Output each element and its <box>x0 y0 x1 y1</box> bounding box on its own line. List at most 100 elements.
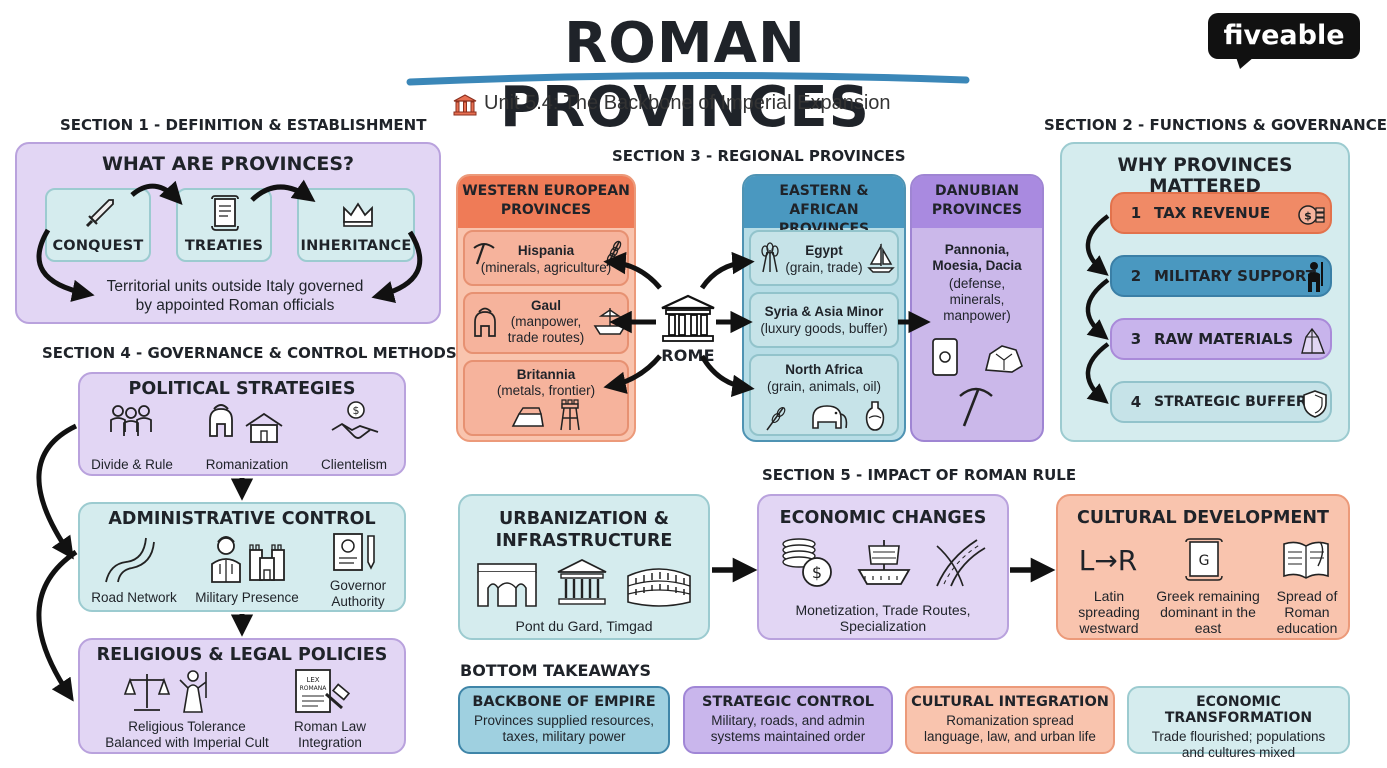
province-name: Gaul <box>530 298 561 313</box>
function-number: 4 <box>1130 393 1142 411</box>
function-label: MILITARY SUPPORT <box>1154 267 1316 285</box>
edu-line: Roman <box>1284 604 1330 620</box>
takeaway-title: CULTURAL INTEGRATION <box>911 694 1109 710</box>
svg-text:$: $ <box>1304 210 1312 223</box>
crown-icon <box>343 202 373 227</box>
province-name: Britannia <box>516 367 576 382</box>
cultural-development-card[interactable]: CULTURAL DEVELOPMENT L→R G Latin spreadi… <box>1056 494 1350 640</box>
law-line: Roman Law <box>293 719 367 734</box>
takeaway-line: taxes, military power <box>502 729 626 744</box>
section1-heading: SECTION 1 - DEFINITION & ESTABLISHMENT <box>60 116 427 134</box>
takeaway-strategic-control[interactable]: STRATEGIC CONTROL Military, roads, and a… <box>683 686 893 754</box>
section2-title: WHY PROVINCES MATTERED <box>1117 155 1293 197</box>
pickaxe-icon <box>473 243 495 265</box>
military-label: Military Presence <box>195 590 299 605</box>
handshake-coin-icon: $ <box>331 401 379 439</box>
wheat-icon <box>761 242 779 273</box>
fortress-icon <box>249 544 285 581</box>
danubian-provinces-card[interactable]: DANUBIAN PROVINCES Pannonia, Moesia, Dac… <box>910 174 1044 442</box>
takeaway-cultural-integration[interactable]: CULTURAL INTEGRATION Romanization spread… <box>905 686 1115 754</box>
danubian-detail-line: minerals, <box>949 292 1005 307</box>
urbanization-card[interactable]: URBANIZATION & INFRASTRUCTURE Pont du Ga… <box>458 494 710 640</box>
open-book-icon <box>1283 541 1329 579</box>
law-document-icon: LEX ROMANA <box>295 669 351 713</box>
province-name: Egypt <box>805 243 843 258</box>
statue-icon <box>179 670 207 713</box>
greek-line: east <box>1194 620 1222 636</box>
house-icon <box>245 412 283 443</box>
function-number: 1 <box>1130 204 1142 222</box>
province-detail: (luxury goods, buffer) <box>760 321 888 336</box>
urban-title-line: INFRASTRUCTURE <box>495 531 673 551</box>
shield-icon <box>1303 390 1327 418</box>
function-strategic-buffers[interactable]: 4 STRATEGIC BUFFERS <box>1110 381 1332 423</box>
rome-temple-icon <box>661 294 715 342</box>
takeaway-backbone[interactable]: BACKBONE OF EMPIRE Provinces supplied re… <box>458 686 670 754</box>
function-military-support[interactable]: 2 MILITARY SUPPORT <box>1110 255 1332 297</box>
edu-line: Spread of <box>1276 588 1338 604</box>
takeaway-line: Military, roads, and admin <box>711 713 865 728</box>
svg-text:$: $ <box>812 563 822 582</box>
function-label: RAW MATERIALS <box>1154 330 1294 348</box>
province-britannia[interactable]: Britannia (metals, frontier) <box>463 360 629 436</box>
cultural-title: CULTURAL DEVELOPMENT <box>1077 508 1329 528</box>
method-label: TREATIES <box>184 238 264 254</box>
logo-tail <box>1236 57 1254 69</box>
economic-changes-card[interactable]: ECONOMIC CHANGES $ Monetization, Trade R… <box>757 494 1009 640</box>
western-header: WESTERN EUROPEAN PROVINCES <box>458 176 634 228</box>
helmet-icon <box>209 404 233 437</box>
province-hispania[interactable]: Hispania (minerals, agriculture) <box>463 230 629 286</box>
province-egypt[interactable]: Egypt (grain, trade) <box>749 230 899 286</box>
method-treaties[interactable]: TREATIES <box>176 188 272 262</box>
takeaway-line: Romanization spread <box>946 713 1074 728</box>
latin-line: Latin <box>1093 588 1125 604</box>
function-label: STRATEGIC BUFFERS <box>1154 394 1317 410</box>
definition-line: by appointed Roman officials <box>135 297 335 314</box>
function-raw-materials[interactable]: 3 RAW MATERIALS <box>1110 318 1332 360</box>
doc-text: ROMANA <box>300 685 328 692</box>
method-conquest[interactable]: CONQUEST <box>45 188 151 262</box>
western-header-line: WESTERN EUROPEAN <box>462 183 630 199</box>
province-detail: (grain, animals, oil) <box>766 379 882 394</box>
political-item: Clientelism <box>320 457 388 472</box>
rome-label: ROME <box>661 346 715 365</box>
takeaway-desc: Romanization spread language, law, and u… <box>907 713 1113 745</box>
province-name: Syria & Asia Minor <box>764 304 884 319</box>
administrative-title: ADMINISTRATIVE CONTROL <box>108 509 376 529</box>
method-inheritance[interactable]: INHERITANCE <box>297 188 415 262</box>
scroll-icon <box>211 195 239 231</box>
governor-label: Governor Authority <box>310 578 406 610</box>
page-title: ROMAN PROVINCES <box>500 11 870 140</box>
greek-caption: Greek remaining dominant in the east <box>1152 588 1264 636</box>
soldier-icon <box>1308 262 1323 292</box>
section2-heading: SECTION 2 - FUNCTIONS & GOVERNANCE <box>1044 116 1387 134</box>
roads-icon <box>936 539 986 587</box>
political-item: Romanization <box>205 457 289 472</box>
urban-title-line: URBANIZATION & <box>499 509 669 529</box>
scales-icon <box>123 674 171 711</box>
province-north-africa[interactable]: North Africa (grain, animals, oil) <box>749 354 899 436</box>
eastern-header: EASTERN & AFRICAN PROVINCES <box>744 176 904 237</box>
religious-legal-card: RELIGIOUS & LEGAL POLICIES Religious Tol… <box>78 638 406 754</box>
wheat-icon <box>766 406 786 431</box>
province-detail: (minerals, agriculture) <box>480 260 612 275</box>
takeaway-economic-transformation[interactable]: ECONOMIC TRANSFORMATION Trade flourished… <box>1127 686 1350 760</box>
temple-icon <box>453 94 477 116</box>
svg-text:$: $ <box>353 404 360 417</box>
province-name: North Africa <box>785 362 863 377</box>
coins-icon: $ <box>782 538 832 587</box>
eastern-header-line: EASTERN & AFRICAN <box>779 183 869 218</box>
doc-text: LEX <box>306 676 319 684</box>
tolerance-line: Balanced with Imperial Cult <box>105 735 269 750</box>
function-tax-revenue[interactable]: 1 TAX REVENUE $ <box>1110 192 1332 234</box>
elephant-icon <box>812 405 848 429</box>
method-label: INHERITANCE <box>300 238 412 254</box>
takeaway-line: Trade flourished; populations <box>1151 729 1326 744</box>
economic-title: ECONOMIC CHANGES <box>779 508 987 528</box>
fiveable-logo[interactable]: fiveable <box>1208 13 1360 69</box>
province-syria-asia-minor[interactable]: Syria & Asia Minor (luxury goods, buffer… <box>749 292 899 348</box>
danubian-name: Pannonia, Moesia, Dacia <box>912 242 1042 274</box>
logo-text: fiveable <box>1223 20 1345 51</box>
oil-jug-icon <box>865 401 885 431</box>
province-gaul[interactable]: Gaul (manpower, trade routes) <box>463 292 629 354</box>
